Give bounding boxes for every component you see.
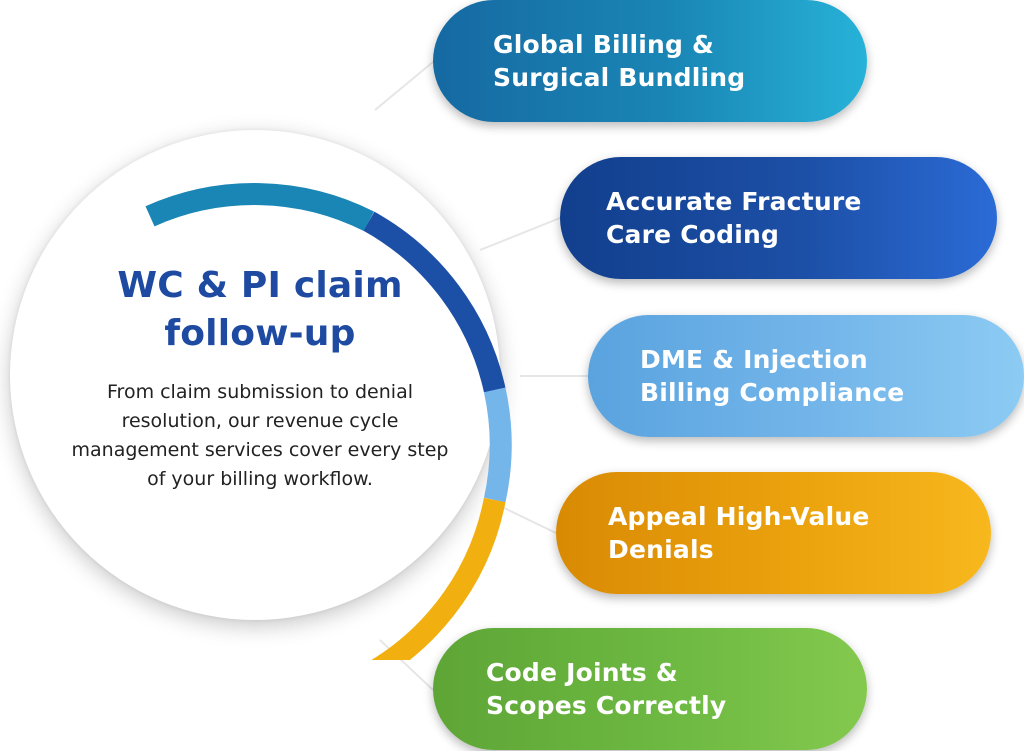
pill-label-line-2: Scopes Correctly [486,691,727,720]
service-pill-global-billing[interactable]: Global Billing & Surgical Bundling [433,0,867,122]
pill-label-line-2: Billing Compliance [640,378,905,407]
ring-segment-2 [363,211,506,393]
service-pill-fracture-coding[interactable]: Accurate Fracture Care Coding [560,157,997,279]
center-title-line-2: follow-up [164,313,356,354]
service-pill-dme-injection[interactable]: DME & Injection Billing Compliance [588,315,1024,437]
center-circle [10,130,500,620]
pill-label-line-2: Denials [608,535,714,564]
ring-segment-4 [371,497,506,660]
connector-line-2 [479,217,561,251]
progress-ring [145,183,512,660]
pill-label-line-1: Code Joints & [486,658,678,687]
pill-label-line-1: Global Billing & [493,30,715,59]
ring-segment-3 [483,387,512,503]
service-pill-appeal-denials[interactable]: Appeal High-Value Denials [556,472,991,594]
connector-line-4 [497,504,557,534]
center-content: WC & PI claim follow-up From claim submi… [55,262,465,494]
pill-label-line-1: Appeal High-Value [608,502,870,531]
center-description: From claim submission to denial resoluti… [71,381,449,490]
center-title: WC & PI claim follow-up [55,262,465,358]
ring-segment-1 [145,183,374,232]
connector-line-5 [379,639,434,691]
pill-label-line-1: DME & Injection [640,345,868,374]
pill-label-line-1: Accurate Fracture [606,187,862,216]
connector-line-1 [374,61,434,111]
pill-label-line-2: Surgical Bundling [493,63,746,92]
service-pill-code-joints[interactable]: Code Joints & Scopes Correctly [433,628,867,750]
pill-label-line-2: Care Coding [606,220,780,249]
center-title-line-1: WC & PI claim [117,265,403,306]
